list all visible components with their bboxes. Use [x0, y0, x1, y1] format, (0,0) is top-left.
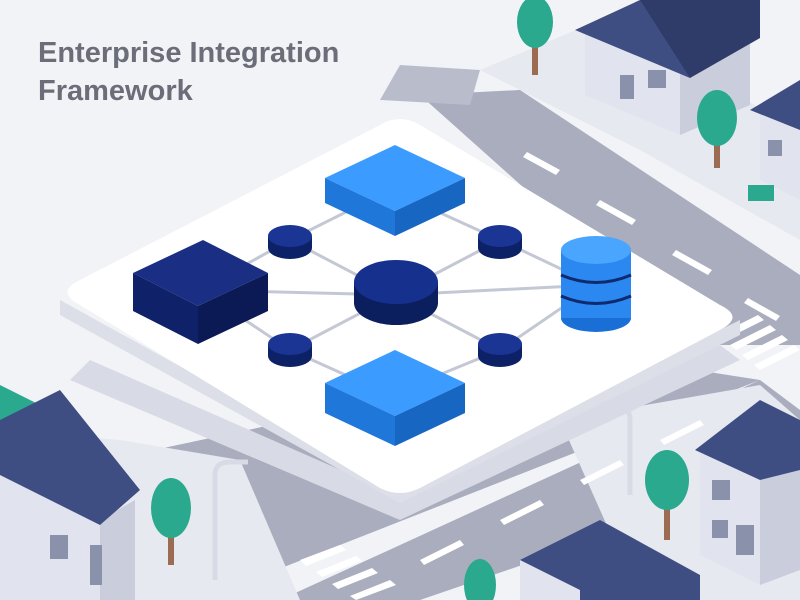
module-top-block — [325, 145, 465, 236]
module-left-block — [133, 240, 268, 344]
tree-bottom-center — [464, 559, 496, 600]
node-sw — [268, 333, 312, 367]
node-se — [478, 333, 522, 367]
node-ne — [478, 225, 522, 259]
street-lamp-left — [212, 459, 248, 580]
house-right — [750, 80, 800, 200]
core-hub — [354, 260, 438, 325]
platform-shadow — [70, 345, 740, 520]
street-lamp-right — [600, 402, 633, 495]
module-bottom-block — [325, 350, 465, 446]
road-markings — [300, 152, 800, 600]
house-bottom-left — [0, 390, 140, 600]
title-line-2: Framework — [38, 75, 193, 107]
side-road — [380, 65, 480, 105]
platform-side — [60, 300, 740, 503]
page-title: Enterprise Integration Framework — [38, 34, 339, 110]
main-road-diagonal — [420, 90, 800, 345]
tree-bottom-left — [151, 478, 191, 565]
node-nw — [268, 225, 312, 259]
house-bottom-center — [520, 520, 700, 600]
upper-sidewalk — [480, 20, 800, 240]
title-line-1: Enterprise Integration — [38, 37, 340, 69]
tree-bottom-right — [645, 450, 689, 540]
tree-top-right — [697, 90, 737, 168]
house-bottom-right — [695, 400, 800, 585]
tree-top-left — [517, 0, 553, 75]
bush-right — [748, 185, 774, 201]
database-icon — [560, 236, 632, 332]
